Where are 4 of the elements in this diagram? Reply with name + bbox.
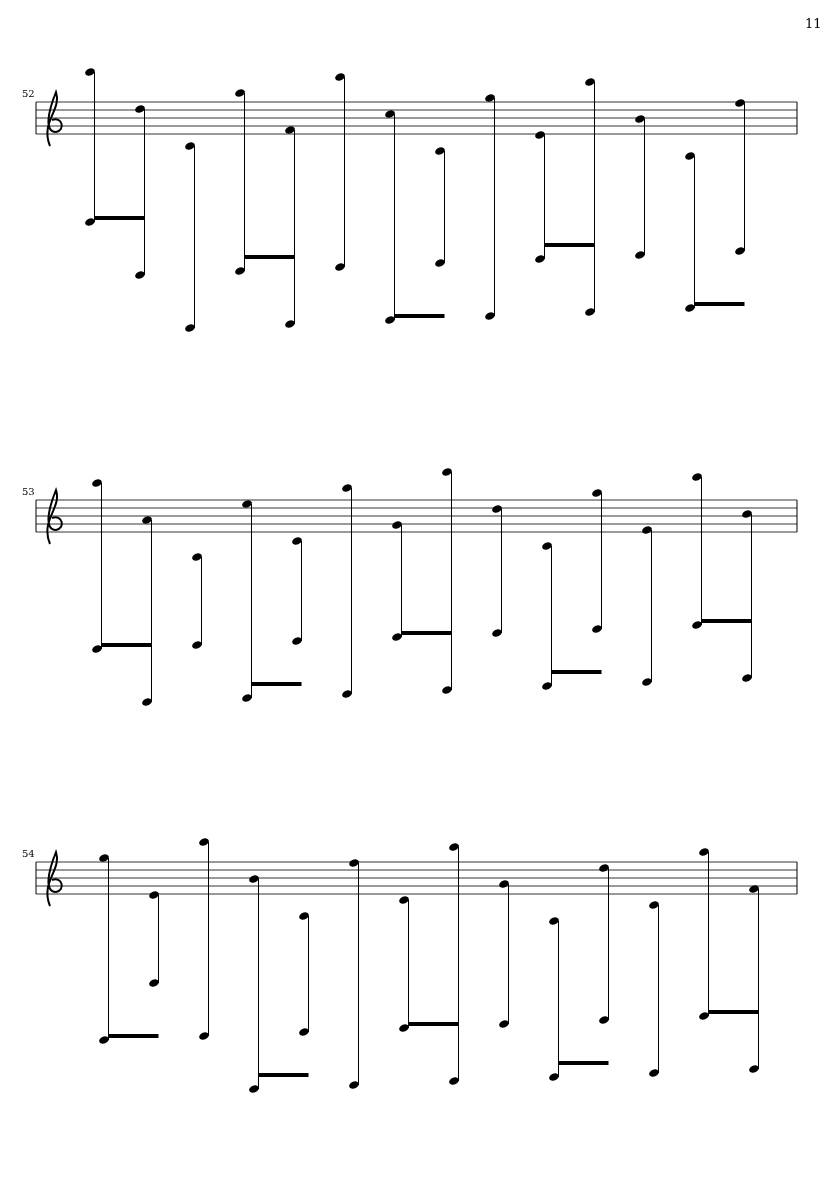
measure-number: 53 [22, 486, 35, 497]
measure-number: 54 [22, 848, 35, 859]
measure-number: 52 [22, 88, 35, 99]
page-number: 11 [805, 16, 822, 31]
